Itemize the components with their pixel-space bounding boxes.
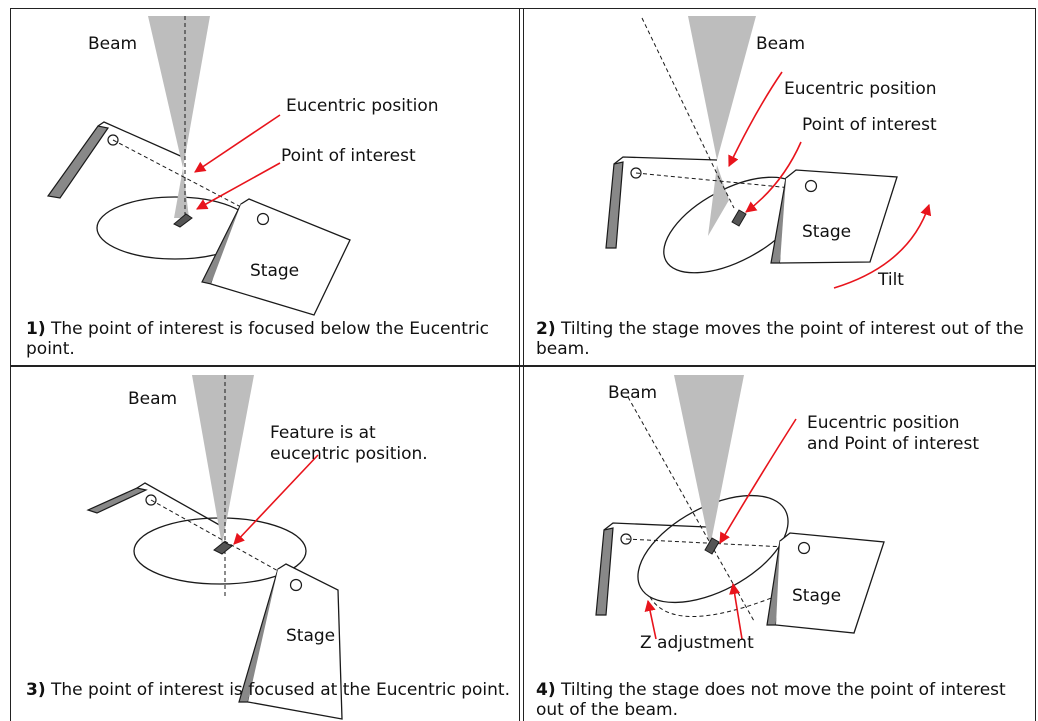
feature-label-line2: eucentric position.: [270, 444, 428, 465]
stage-label: Stage: [250, 261, 299, 282]
eucentric-label-line1: Eucentric position: [807, 413, 960, 434]
panel-3-drawing: [0, 367, 519, 721]
beam-cone: [688, 16, 756, 160]
beam-label: Beam: [608, 383, 657, 404]
eucentric-label: Eucentric position: [286, 96, 439, 117]
feature-label-line1: Feature is at: [270, 423, 376, 444]
caption-1-number: 1): [26, 319, 46, 339]
caption-4-text: Tilting the stage does not move the poin…: [536, 680, 1006, 720]
eucentric-label-line2: and Point of interest: [807, 434, 979, 455]
panel-3: Beam Feature is at eucentric position. S…: [0, 367, 519, 721]
beam-label: Beam: [756, 34, 805, 55]
beam-label: Beam: [128, 389, 177, 410]
caption-3: 3) The point of interest is focused at t…: [26, 680, 516, 700]
stage-label: Stage: [802, 222, 851, 243]
caption-2: 2) Tilting the stage moves the point of …: [536, 319, 1028, 359]
stage-left-clip: [48, 122, 185, 198]
panel-1-drawing: [0, 0, 519, 365]
stage-right-plate: [771, 170, 897, 263]
stage-label: Stage: [792, 586, 841, 607]
eucentric-label: Eucentric position: [784, 79, 937, 100]
caption-2-number: 2): [536, 319, 556, 339]
poi-label: Point of interest: [802, 115, 937, 136]
panel-1: Beam Eucentric position Point of interes…: [0, 0, 519, 365]
panel-4: Beam Eucentric position and Point of int…: [524, 367, 1036, 721]
caption-4: 4) Tilting the stage does not move the p…: [536, 680, 1032, 720]
caption-2-text: Tilting the stage moves the point of int…: [536, 319, 1024, 359]
tilt-label: Tilt: [878, 270, 904, 291]
caption-3-text: The point of interest is focused at the …: [51, 680, 510, 700]
caption-1: 1) The point of interest is focused belo…: [26, 319, 516, 359]
caption-1-text: The point of interest is focused below t…: [26, 319, 489, 359]
stage-label: Stage: [286, 626, 335, 647]
z-adjustment-label: Z adjustment: [640, 633, 754, 654]
eucentric-arrow: [195, 115, 280, 172]
caption-3-number: 3): [26, 680, 46, 700]
beam-label: Beam: [88, 34, 137, 55]
caption-4-number: 4): [536, 680, 556, 700]
stage-right-plate: [767, 533, 884, 633]
panel-2: Beam Eucentric position Point of interes…: [524, 0, 1036, 365]
poi-arrow: [197, 163, 280, 209]
poi-label: Point of interest: [281, 146, 416, 167]
z-arrow-right: [733, 584, 742, 639]
